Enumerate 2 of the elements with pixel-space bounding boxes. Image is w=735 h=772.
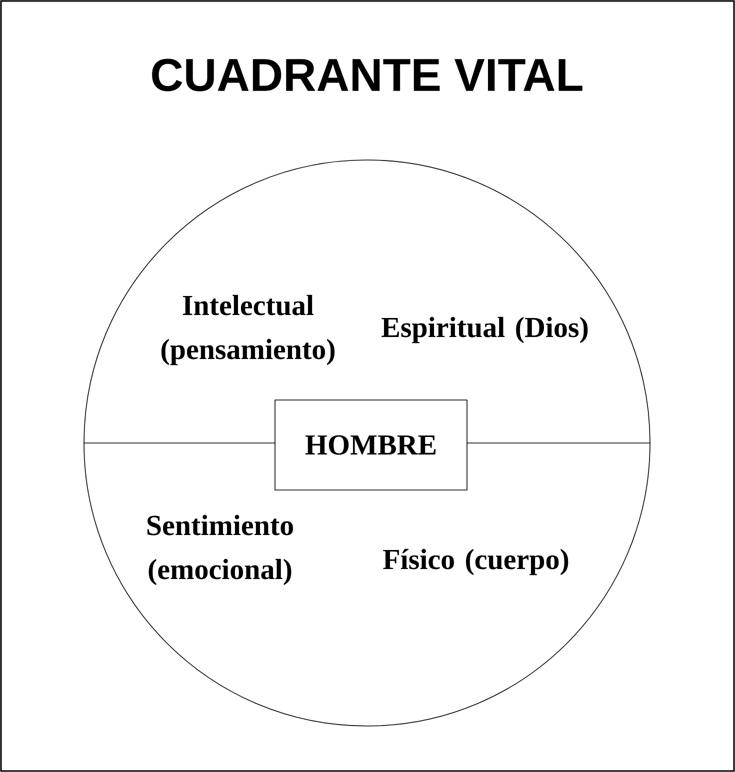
- title: CUADRANTE VITAL: [152, 58, 582, 92]
- center-box: HOMBRE: [274, 400, 468, 490]
